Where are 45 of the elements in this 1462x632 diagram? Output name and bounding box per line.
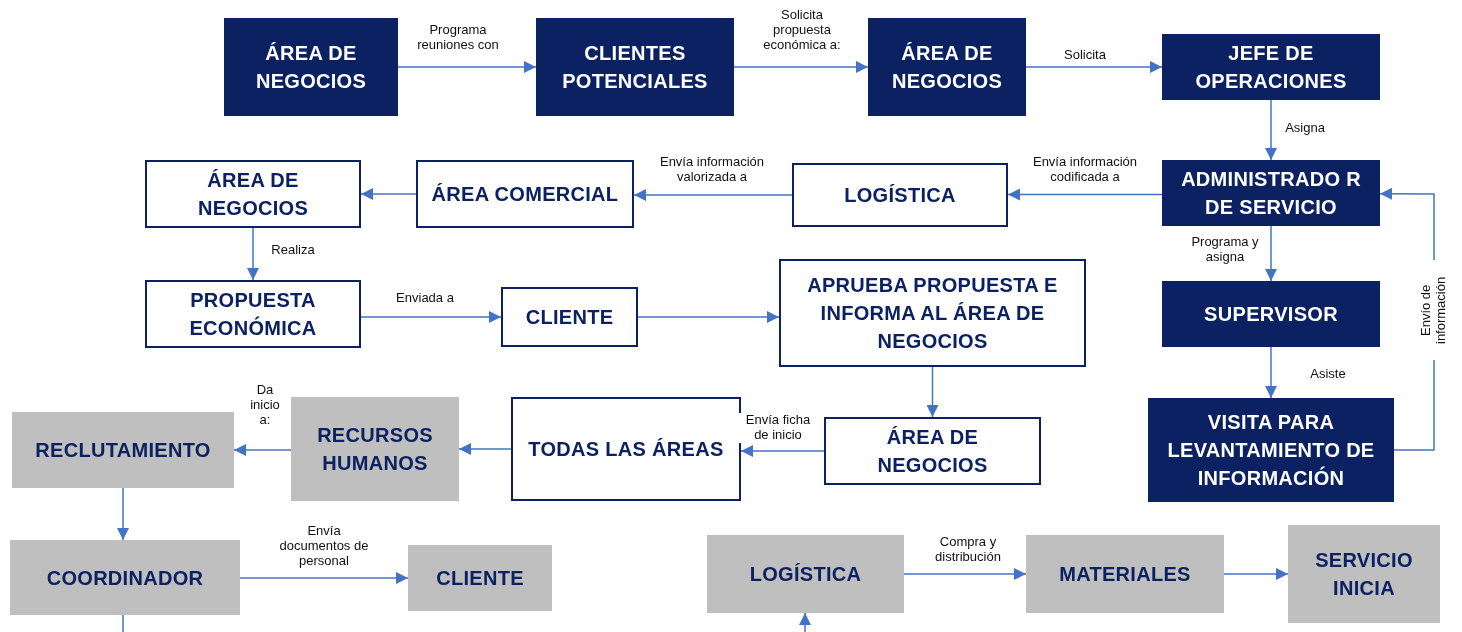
process-box: LOGÍSTICA xyxy=(792,163,1008,227)
arrow xyxy=(1265,225,1277,282)
process-box: ÁREA DE NEGOCIOS xyxy=(868,18,1026,116)
arrow xyxy=(397,61,537,73)
arrow xyxy=(360,188,417,200)
arrow xyxy=(360,311,502,323)
arrow xyxy=(247,227,259,281)
process-box: COORDINADOR xyxy=(10,540,240,615)
arrow xyxy=(458,443,512,455)
process-box: RECLUTAMIENTO xyxy=(12,412,234,488)
arrow xyxy=(1265,99,1277,161)
arrow xyxy=(733,61,869,73)
process-box: ÁREA DE NEGOCIOS xyxy=(824,417,1041,485)
arrow xyxy=(903,568,1027,580)
process-box: ADMINISTRADO R DE SERVICIO xyxy=(1162,160,1380,226)
edge-label: Asigna xyxy=(1283,120,1327,136)
process-box: CLIENTE xyxy=(408,545,552,611)
process-box: JEFE DE OPERACIONES xyxy=(1162,34,1380,100)
arrow xyxy=(1025,61,1163,73)
arrow xyxy=(926,366,939,418)
arrow xyxy=(1223,568,1289,580)
process-box: SUPERVISOR xyxy=(1162,281,1380,347)
process-box: CLIENTE xyxy=(501,287,638,347)
process-box: SERVICIO INICIA xyxy=(1288,525,1440,623)
arrow xyxy=(1265,346,1277,399)
process-box: ÁREA DE NEGOCIOS xyxy=(145,160,361,228)
arrow xyxy=(233,444,292,456)
process-box: MATERIALES xyxy=(1026,535,1224,613)
process-box: ÁREA DE NEGOCIOS xyxy=(224,18,398,116)
process-box: PROPUESTA ECONÓMICA xyxy=(145,280,361,348)
arrow xyxy=(117,487,129,541)
process-box: TODAS LAS ÁREAS xyxy=(511,397,741,501)
process-box: RECURSOS HUMANOS xyxy=(291,397,459,501)
process-box: ÁREA COMERCIAL xyxy=(416,160,634,228)
arrow xyxy=(799,612,811,632)
process-box: CLIENTES POTENCIALES xyxy=(536,18,734,116)
connector-line xyxy=(122,614,124,632)
process-box: LOGÍSTICA xyxy=(707,535,904,613)
arrow xyxy=(637,311,780,323)
process-box: VISITA PARA LEVANTAMIENTO DE INFORMACIÓN xyxy=(1148,398,1394,502)
arrow xyxy=(239,572,409,584)
arrow xyxy=(1007,188,1163,201)
arrow xyxy=(740,445,825,457)
arrow xyxy=(633,189,793,201)
process-box: APRUEBA PROPUESTA E INFORMA AL ÁREA DE NEGOCIOS xyxy=(779,259,1086,367)
